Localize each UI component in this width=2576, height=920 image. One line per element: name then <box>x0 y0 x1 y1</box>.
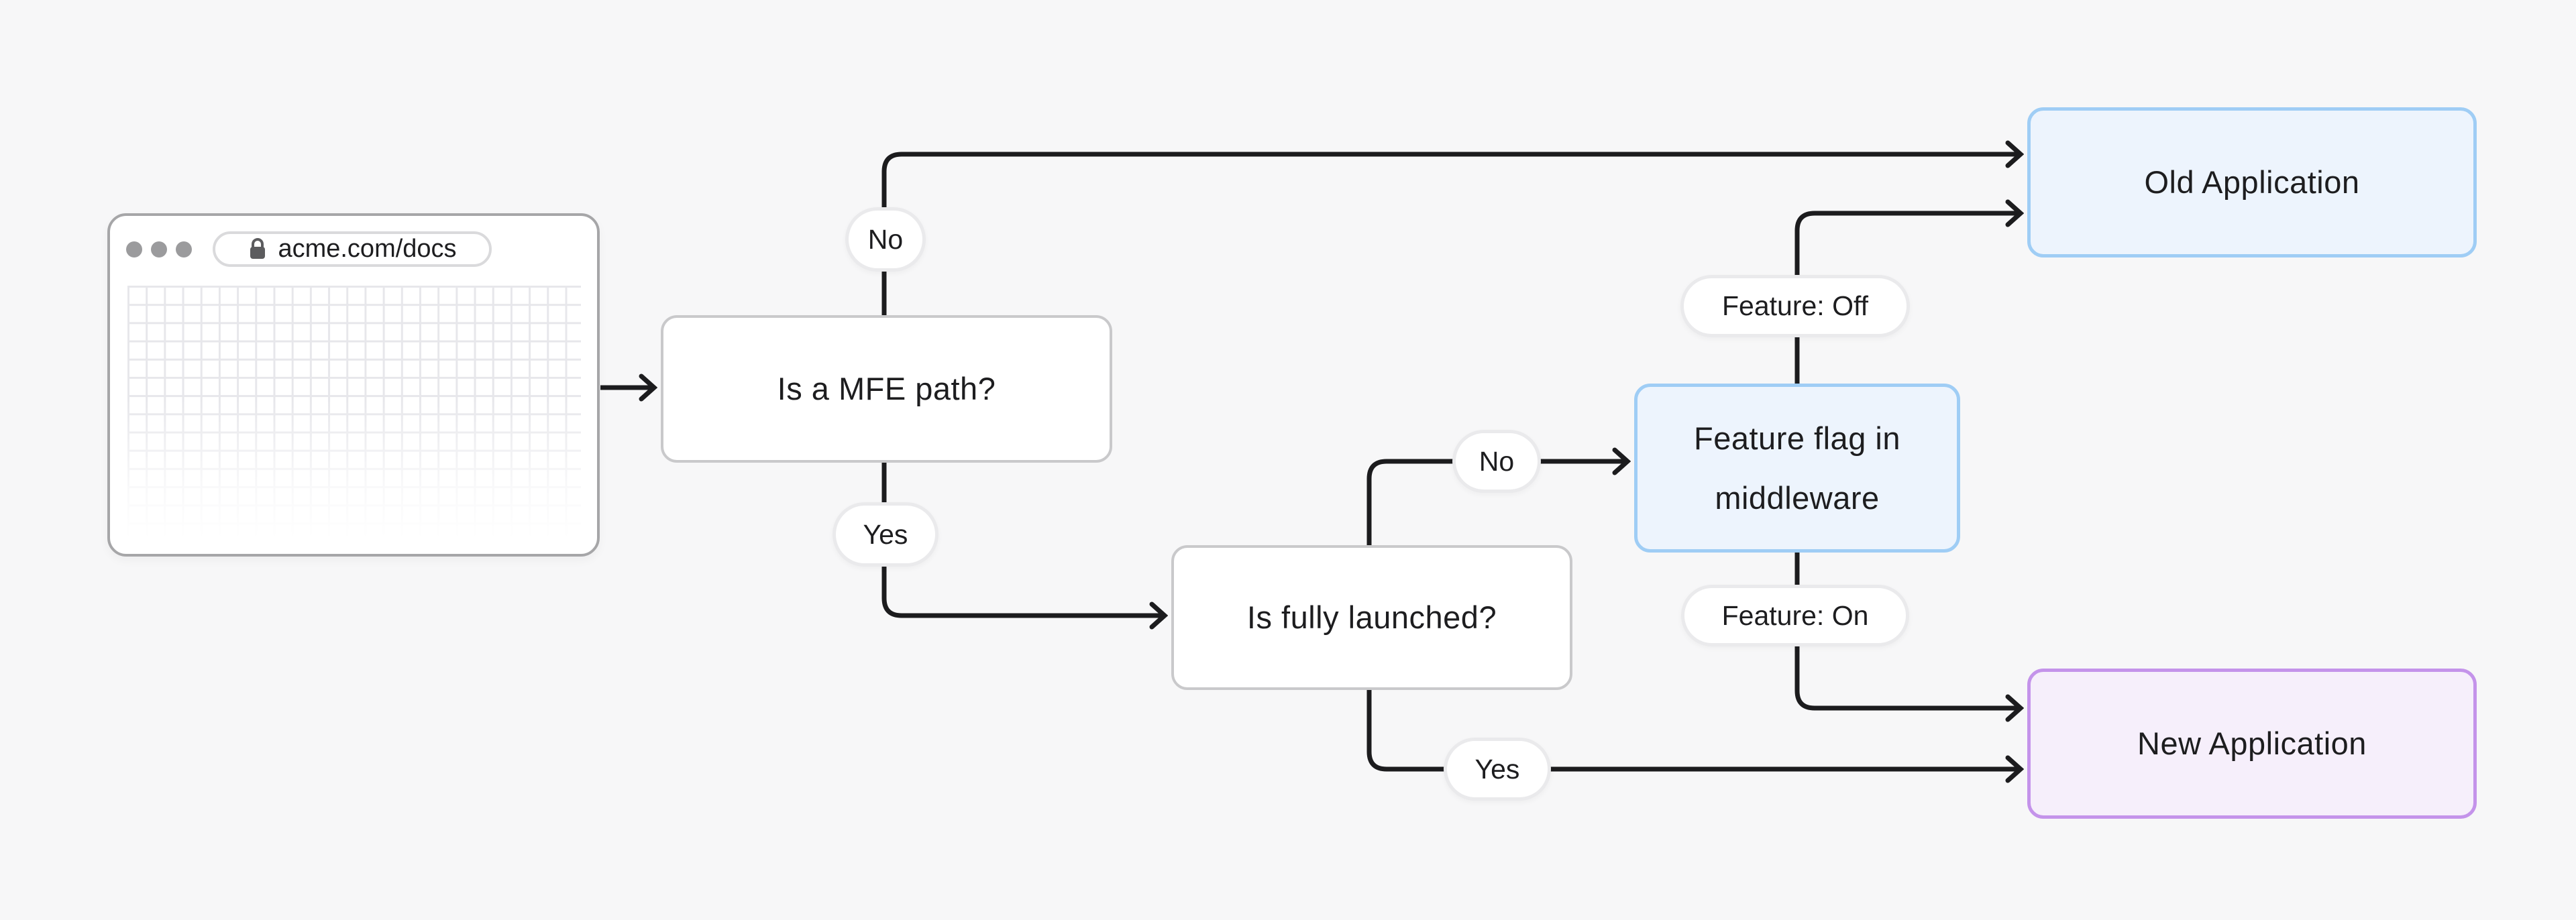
node-label: Old Application <box>2144 164 2360 200</box>
edge-label-text: Yes <box>1474 753 1520 785</box>
browser-grid <box>127 286 581 539</box>
edge-label-yes-second: Yes <box>1444 738 1551 801</box>
edge-label-feature-off: Feature: Off <box>1680 275 1910 337</box>
edge-label-no-second: No <box>1452 430 1541 493</box>
node-new-app: New Application <box>2027 669 2477 819</box>
connector-mfe-to-launched <box>881 457 1165 616</box>
url-text: acme.com/docs <box>278 235 457 263</box>
edge-label-feature-on: Feature: On <box>1681 585 1909 646</box>
url-bar: acme.com/docs <box>213 231 492 267</box>
lock-icon <box>250 237 266 259</box>
connector-feature-flag-to-old-app <box>1794 213 2021 384</box>
node-label: New Application <box>2137 726 2367 762</box>
window-control-dot <box>126 241 142 257</box>
connector-launched-to-feature-flag <box>1366 461 1627 545</box>
node-feature-flag: Feature flag in middleware <box>1634 384 1960 553</box>
browser-mockup: acme.com/docs <box>107 213 600 557</box>
node-mfe-question: Is a MFE path? <box>661 315 1112 463</box>
edge-label-text: No <box>1479 445 1515 477</box>
window-controls <box>126 241 192 257</box>
node-launched-question: Is fully launched? <box>1171 545 1572 690</box>
window-control-dot <box>151 241 167 257</box>
edge-label-text: Yes <box>863 518 908 550</box>
node-label: Feature flag in middleware <box>1694 420 1900 516</box>
connector-mfe-to-old-app <box>881 154 2021 315</box>
node-old-app: Old Application <box>2027 107 2477 257</box>
edge-label-yes-first: Yes <box>833 502 938 567</box>
edge-label-no-top: No <box>845 207 926 272</box>
node-label: Is a MFE path? <box>777 371 996 407</box>
node-label: Is fully launched? <box>1246 599 1497 636</box>
edge-label-text: Feature: Off <box>1721 290 1868 321</box>
edge-label-text: Feature: On <box>1721 599 1869 631</box>
connector-feature-flag-to-new-app <box>1794 553 2021 708</box>
window-control-dot <box>176 241 192 257</box>
connector-launched-to-new-app <box>1366 685 2021 769</box>
edge-label-text: No <box>867 223 904 255</box>
